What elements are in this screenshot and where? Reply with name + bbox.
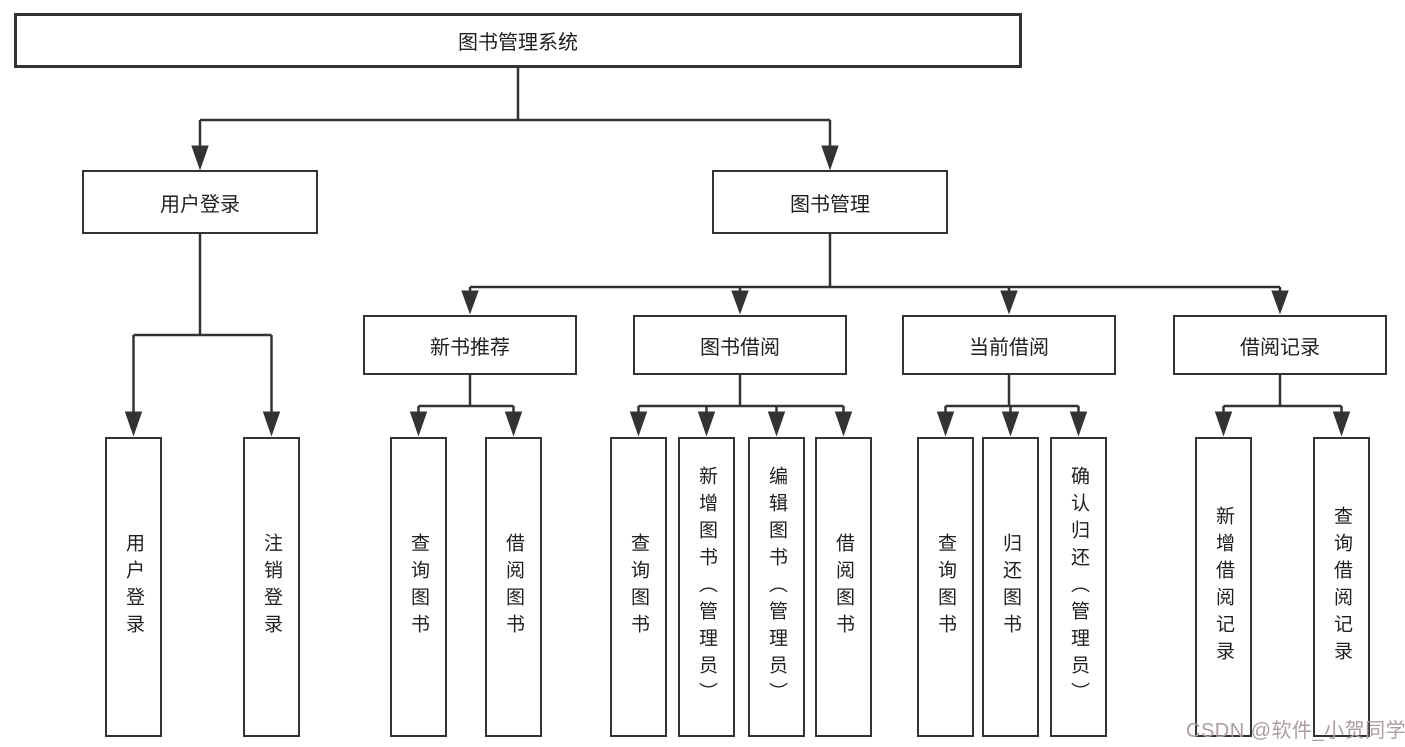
node-user-login: 用户登录 [82,170,318,234]
leaf-current-confirm-return-admin: 确认归还（管理员） [1050,437,1107,737]
leaf-borrow-query-books-label: 查询图书 [628,533,649,641]
leaf-current-query-books-label: 查询图书 [935,533,956,641]
leaf-records-query-record-label: 查询借阅记录 [1331,506,1352,668]
connector-new-book-rec-to-leaves [409,375,523,437]
node-current-borrow-label: 当前借阅 [969,336,1049,359]
leaf-logout-label: 注销登录 [261,533,282,641]
leaf-borrow-borrow-books: 借阅图书 [815,437,872,737]
node-book-borrow-label: 图书借阅 [700,336,780,359]
leaf-current-return-books-label: 归还图书 [1000,533,1021,641]
node-root-system: 图书管理系统 [14,13,1022,68]
leaf-logout: 注销登录 [243,437,300,737]
node-borrow-records: 借阅记录 [1173,315,1387,375]
leaf-records-add-record: 新增借阅记录 [1195,437,1252,737]
node-book-management-label: 图书管理 [790,193,870,216]
connector-book-mgmt-to-level2 [461,234,1289,315]
node-new-book-recommend: 新书推荐 [363,315,577,375]
leaf-borrow-edit-books-admin-label: 编辑图书（管理员） [766,465,787,709]
connector-root-to-level1 [191,68,839,171]
csdn-watermark: CSDN @软件_小贺同学 [1186,720,1405,742]
connector-book-borrow-to-leaves [629,375,853,437]
node-root-label: 图书管理系统 [458,32,578,54]
connector-user-login-to-leaves [124,234,281,437]
leaf-records-add-record-label: 新增借阅记录 [1213,506,1234,668]
connector-borrow-records-to-leaves [1214,375,1351,437]
node-new-book-recommend-label: 新书推荐 [430,336,510,359]
leaf-newrec-borrow-books: 借阅图书 [485,437,542,737]
leaf-current-return-books: 归还图书 [982,437,1039,737]
node-borrow-records-label: 借阅记录 [1240,336,1320,359]
node-book-management: 图书管理 [712,170,948,234]
leaf-newrec-query-books-label: 查询图书 [408,533,429,641]
connector-current-borrow-to-leaves [936,375,1088,437]
node-book-borrow: 图书借阅 [633,315,847,375]
node-current-borrow: 当前借阅 [902,315,1116,375]
leaf-newrec-borrow-books-label: 借阅图书 [503,533,524,641]
leaf-current-query-books: 查询图书 [917,437,974,737]
leaf-user-login: 用户登录 [105,437,162,737]
leaf-user-login-label: 用户登录 [123,533,144,641]
leaf-borrow-add-books-admin-label: 新增图书（管理员） [696,465,717,709]
leaf-borrow-add-books-admin: 新增图书（管理员） [678,437,735,737]
leaf-newrec-query-books: 查询图书 [390,437,447,737]
leaf-borrow-query-books: 查询图书 [610,437,667,737]
leaf-borrow-borrow-books-label: 借阅图书 [833,533,854,641]
node-user-login-label: 用户登录 [160,193,240,216]
leaf-borrow-edit-books-admin: 编辑图书（管理员） [748,437,805,737]
leaf-records-query-record: 查询借阅记录 [1313,437,1370,737]
leaf-current-confirm-return-admin-label: 确认归还（管理员） [1068,465,1089,709]
